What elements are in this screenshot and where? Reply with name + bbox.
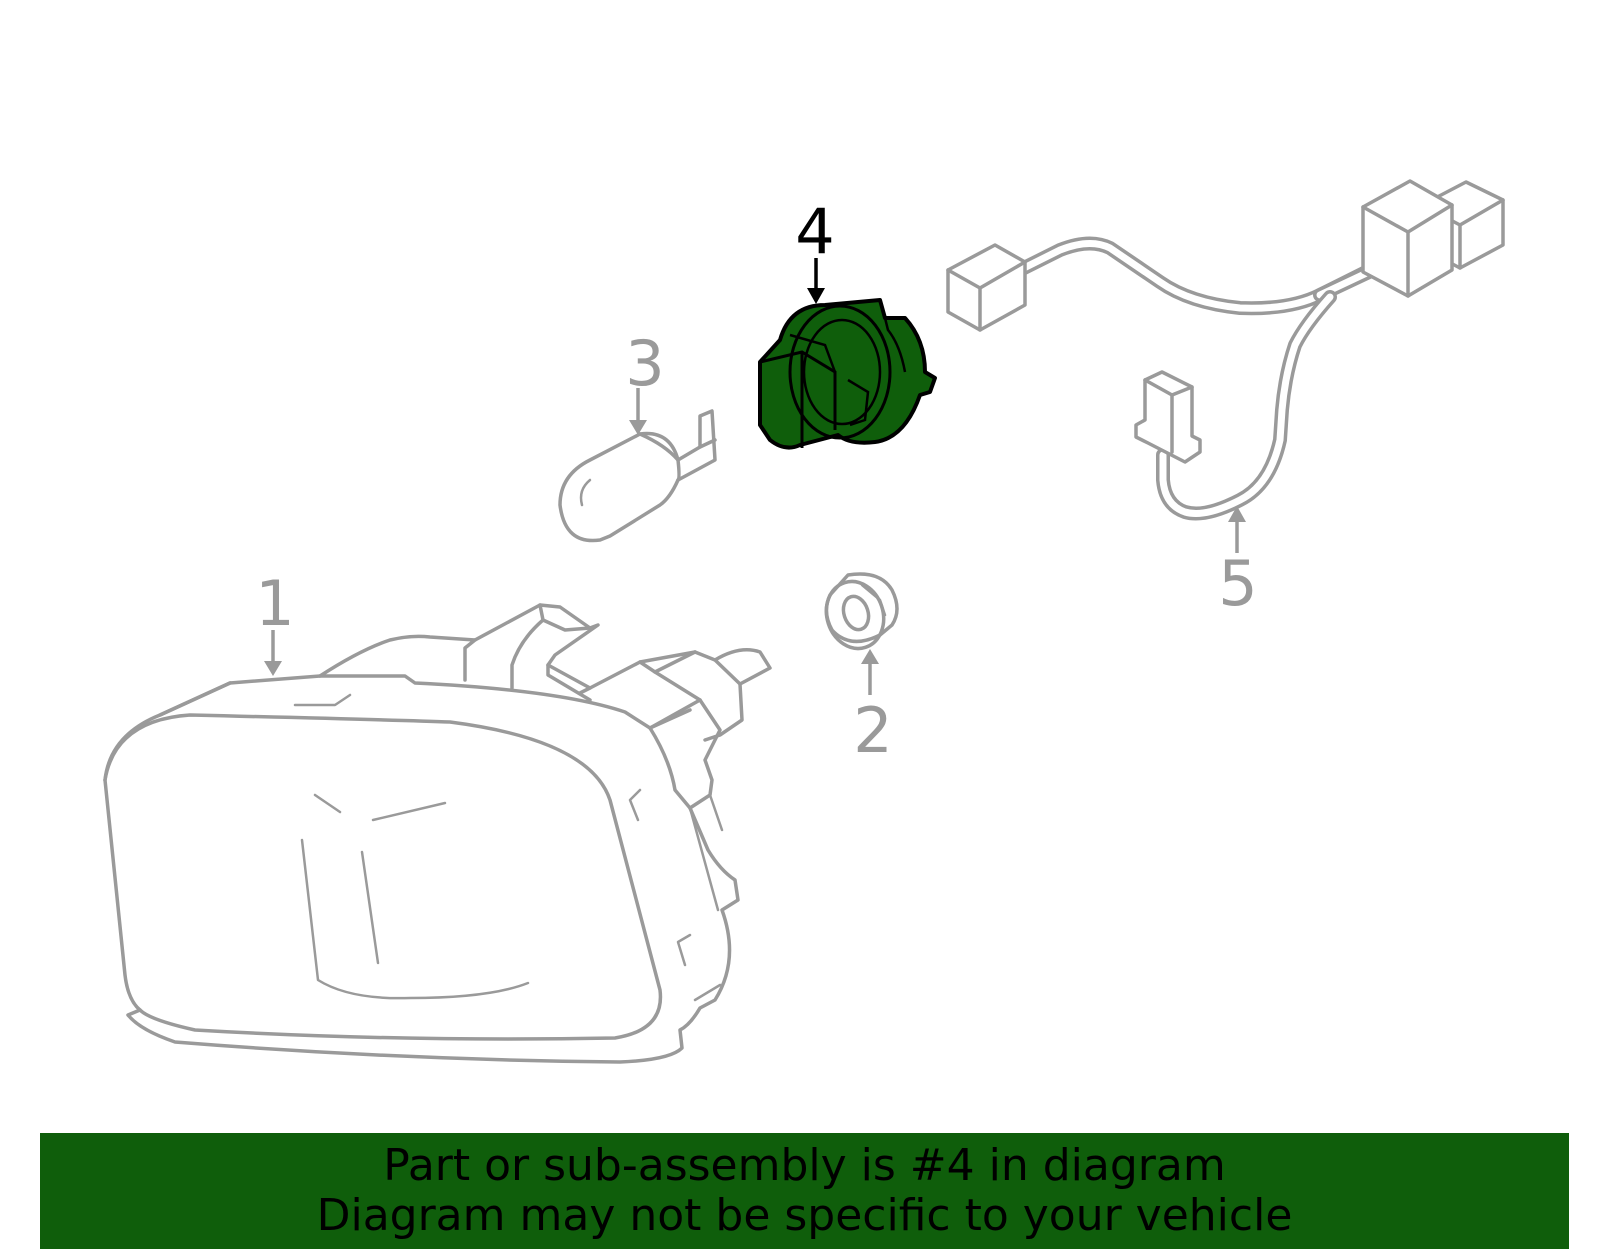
part-1-headlamp-assembly[interactable] [103,603,772,1064]
callout-arrow-3 [629,388,647,435]
part-4-socket[interactable] [758,298,937,450]
part-3-bulb[interactable] [558,409,717,543]
callout-label-3: 3 [625,327,664,400]
banner-line-part: Part or sub-assembly is #4 in diagram [383,1140,1226,1191]
callout-arrow-1 [264,630,282,676]
callout-arrow-5 [1228,506,1246,553]
banner-line-disclaimer: Diagram may not be specific to your vehi… [316,1190,1293,1241]
callout-arrow-4 [807,258,825,304]
callout-label-2: 2 [853,694,892,767]
notice-banner: Part or sub-assembly is #4 in diagram Di… [40,1133,1569,1249]
callout-label-4: 4 [795,195,834,268]
callout-arrow-2 [861,649,879,695]
callout-label-5: 5 [1218,547,1257,620]
part-2-grommet[interactable] [818,572,899,656]
callout-label-1: 1 [255,567,294,640]
part-5-wiring-harness[interactable] [946,179,1505,521]
